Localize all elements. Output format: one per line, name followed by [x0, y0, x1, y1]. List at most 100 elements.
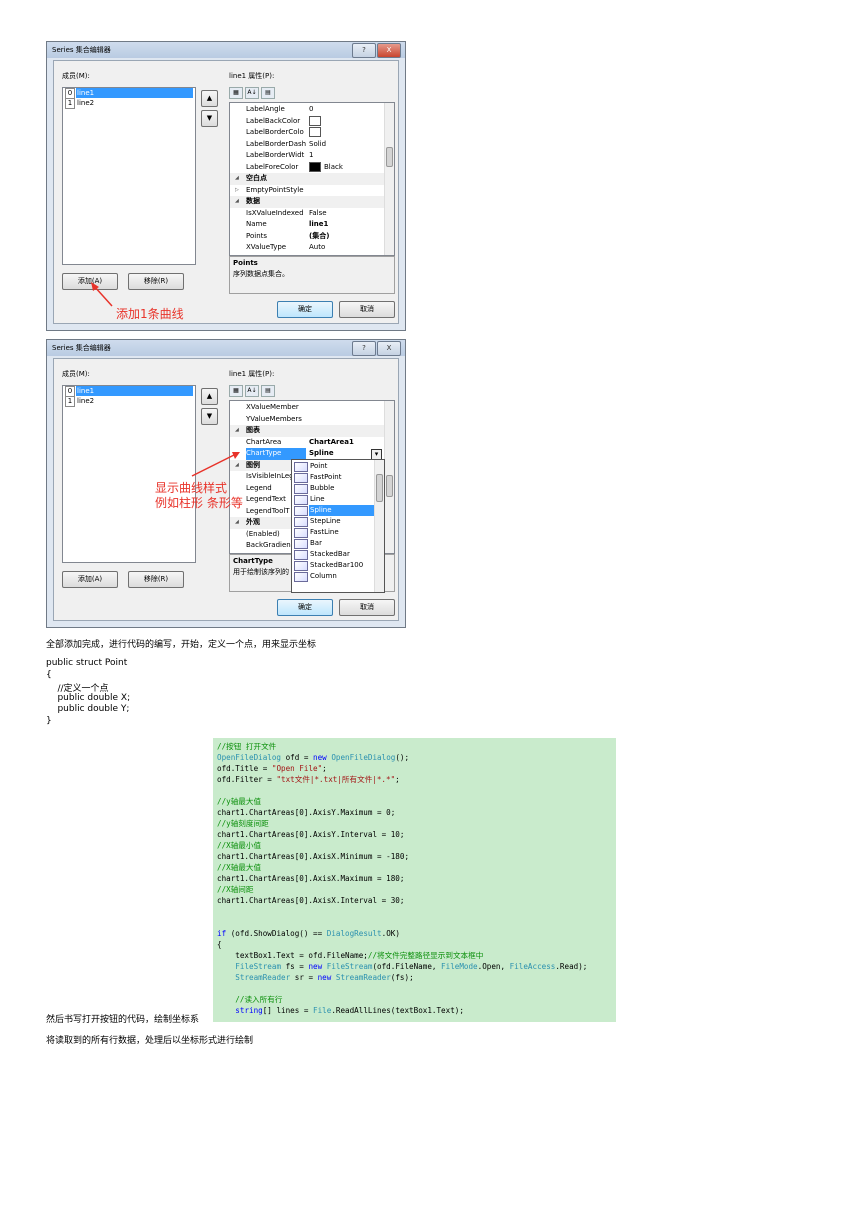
property-row[interactable]: BackGradien	[230, 540, 384, 552]
ok-button[interactable]: 确定	[277, 301, 333, 318]
cancel-button[interactable]: 取消	[339, 301, 395, 318]
scrollbar-thumb[interactable]	[386, 147, 393, 167]
code-token: (ofd.FileName,	[372, 962, 442, 971]
alphabetical-icon[interactable]: A↓	[245, 87, 259, 99]
categorized-icon[interactable]: ▦	[229, 87, 243, 99]
help-button[interactable]: ?	[352, 43, 376, 58]
code-token: //y轴最大值	[217, 797, 262, 806]
close-button[interactable]: X	[377, 43, 401, 58]
property-name: XValueMember	[246, 403, 299, 411]
close-button[interactable]: X	[377, 341, 401, 356]
property-name: LabelBackColor	[246, 116, 301, 125]
code-line: chart1.ChartAreas[0].AxisY.Maximum = 0;	[217, 807, 395, 818]
collapse-icon[interactable]: ◢	[235, 427, 239, 433]
chart-type-option[interactable]: StackedBar	[292, 549, 374, 560]
cancel-button[interactable]: 取消	[339, 599, 395, 616]
scrollbar-thumb[interactable]	[386, 475, 393, 497]
code-token	[217, 962, 235, 971]
move-down-button[interactable]: ▼	[201, 408, 218, 425]
code-token: chart1.ChartAreas[0].AxisY.Interval = 10…	[217, 830, 405, 839]
property-category[interactable]: ◢空白点	[230, 173, 384, 185]
property-grid-scrollbar[interactable]	[384, 401, 394, 553]
property-row[interactable]: ▷EmptyPointStyle	[230, 185, 384, 197]
property-name: XValueType	[246, 243, 287, 251]
chart-type-option[interactable]: StackedBar100	[292, 560, 374, 571]
property-row[interactable]: XValueMember	[230, 402, 384, 414]
dropdown-scrollbar[interactable]	[374, 460, 384, 592]
expand-icon[interactable]: ▷	[235, 186, 239, 193]
collapse-icon[interactable]: ◢	[235, 461, 239, 468]
move-down-button[interactable]: ▼	[201, 110, 218, 127]
chart-type-option[interactable]: Spline	[292, 505, 374, 516]
property-name: YValueMembers	[246, 414, 302, 423]
chart-type-option[interactable]: Point	[292, 461, 374, 472]
remove-button[interactable]: 移除(R)	[128, 273, 184, 290]
chart-type-option[interactable]: StepLine	[292, 516, 374, 527]
chart-type-option[interactable]: Bubble	[292, 483, 374, 494]
alphabetical-icon[interactable]: A↓	[245, 385, 259, 397]
collapse-icon[interactable]: ◢	[235, 198, 239, 204]
property-row[interactable]: YValueMembers	[230, 414, 384, 426]
property-pages-icon[interactable]: ▤	[261, 385, 275, 397]
move-up-button[interactable]: ▲	[201, 388, 218, 405]
scrollbar-thumb[interactable]	[376, 474, 383, 502]
property-name: IsXValueIndexed	[246, 208, 304, 217]
chart-type-icon	[294, 462, 308, 472]
property-row[interactable]: LegendText	[230, 494, 384, 506]
chart-type-option[interactable]: FastPoint	[292, 472, 374, 483]
remove-button[interactable]: 移除(R)	[128, 571, 184, 588]
property-row[interactable]: Points(集合)	[230, 231, 384, 243]
property-toolbar: ▦A↓▤	[229, 385, 275, 397]
collapse-icon[interactable]: ◢	[235, 175, 239, 181]
code-token: //y轴刻度间距	[217, 819, 269, 828]
code-token: new	[313, 753, 327, 762]
annotation-arrow-1	[91, 282, 113, 307]
add-button[interactable]: 添加(A)	[62, 571, 118, 588]
property-row[interactable]: LegendToolT	[230, 506, 384, 518]
code-line: ofd.Filter = "txt文件|*.txt|所有文件|*.*";	[217, 774, 400, 785]
move-up-button[interactable]: ▲	[201, 90, 218, 107]
chart-type-option[interactable]: Bar	[292, 538, 374, 549]
property-row[interactable]: IsVisibleInLeg	[230, 471, 384, 483]
property-row[interactable]: LabelBackColor	[230, 115, 384, 128]
chart-type-label: StackedBar	[310, 550, 350, 558]
code-token: fs =	[281, 962, 309, 971]
property-pages-icon[interactable]: ▤	[261, 87, 275, 99]
dropdown-arrow-icon[interactable]: ▾	[371, 449, 382, 460]
property-category[interactable]: ◢图表	[230, 425, 384, 437]
collapse-icon[interactable]: ◢	[235, 519, 239, 525]
chart-type-option[interactable]: FastLine	[292, 527, 374, 538]
chart-type-option[interactable]: Column	[292, 571, 374, 582]
property-grid-scrollbar[interactable]	[384, 103, 394, 255]
property-name: 图例	[246, 460, 260, 469]
chart-type-option[interactable]: Line	[292, 494, 374, 505]
ok-button[interactable]: 确定	[277, 599, 333, 616]
property-category[interactable]: ◢数据	[230, 196, 384, 208]
property-row[interactable]: LabelBorderColo	[230, 127, 384, 139]
help-button[interactable]: ?	[352, 341, 376, 356]
property-row[interactable]: Legend	[230, 483, 384, 495]
members-label: 成员(M):	[62, 72, 90, 80]
dialog-title: Series 集合编辑器	[47, 42, 405, 58]
paragraph-3: 将读取到的所有行数据，处理后以坐标形式进行绘制	[46, 1036, 254, 1046]
add-button[interactable]: 添加(A)	[62, 273, 118, 290]
property-row[interactable]: (Enabled)	[230, 529, 384, 541]
categorized-icon[interactable]: ▦	[229, 385, 243, 397]
